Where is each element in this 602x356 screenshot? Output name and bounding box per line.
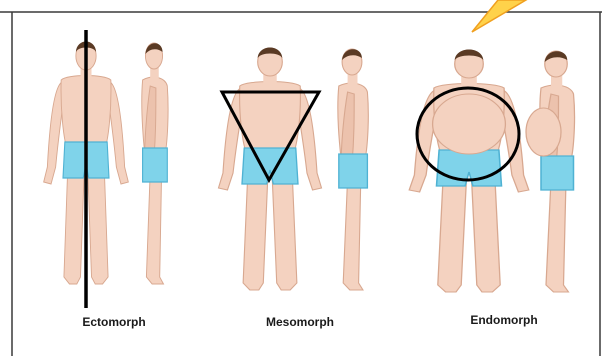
arrow-icon [472, 0, 526, 32]
ectomorph-label: Ectomorph [82, 315, 145, 329]
endomorph-front-figure [409, 50, 529, 293]
mesomorph-side-figure [338, 49, 368, 290]
endomorph-label: Endomorph [470, 313, 537, 327]
endomorph-side-figure [526, 51, 575, 292]
mesomorph-label: Mesomorph [266, 315, 334, 329]
ectomorph-side-figure [142, 43, 168, 284]
mesomorph-front-figure [218, 48, 321, 291]
